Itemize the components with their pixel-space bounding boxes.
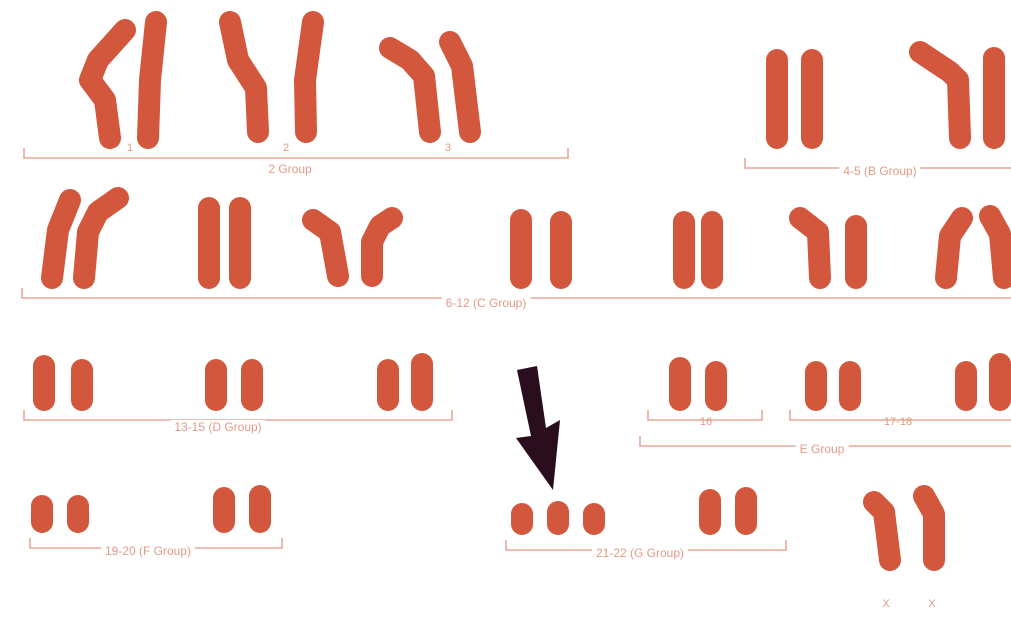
label-e-group: E Group <box>796 442 849 456</box>
chromosome-11a <box>800 218 820 278</box>
chromosome-layer <box>42 22 1004 560</box>
chromosome-12b <box>990 216 1004 278</box>
label-chromosome-16: 16 <box>700 416 712 428</box>
chromosome-xb <box>924 496 934 560</box>
label-chromosome-1: 1 <box>127 142 133 154</box>
chromosome-12a <box>946 218 962 278</box>
chromosome-2a <box>230 22 258 132</box>
chromosome-2b <box>305 22 313 132</box>
label-f-group: 19-20 (F Group) <box>101 544 195 558</box>
arrow-icon <box>516 366 560 490</box>
chromosome-6b <box>84 198 118 278</box>
label-chromosome-x2: X <box>928 598 935 610</box>
chromosome-xa <box>874 502 890 560</box>
label-chromosome-17-18: 17-18 <box>884 416 912 428</box>
label-chromosome-2: 2 <box>283 142 289 154</box>
label-b-group: 4-5 (B Group) <box>839 164 920 178</box>
chromosome-8b <box>372 218 392 276</box>
label-g-group: 21-22 (G Group) <box>592 546 688 560</box>
label-d-group: 13-15 (D Group) <box>170 420 265 434</box>
chromosome-8a <box>313 220 338 276</box>
chromosome-5a <box>920 52 960 138</box>
label-chromosome-3: 3 <box>445 142 451 154</box>
chromosome-1b <box>148 22 156 138</box>
label-chromosome-x1: X <box>882 598 889 610</box>
bracket-d-group <box>24 410 452 420</box>
chromosome-3a <box>390 48 430 132</box>
chromosome-1a <box>90 30 125 138</box>
label-a-group: 2 Group <box>264 162 315 176</box>
bracket-layer <box>22 148 1011 550</box>
bracket-a-group <box>24 148 568 158</box>
label-c-group: 6-12 (C Group) <box>442 296 531 310</box>
chromosome-3b <box>450 42 470 132</box>
chromosome-6a <box>52 200 70 278</box>
